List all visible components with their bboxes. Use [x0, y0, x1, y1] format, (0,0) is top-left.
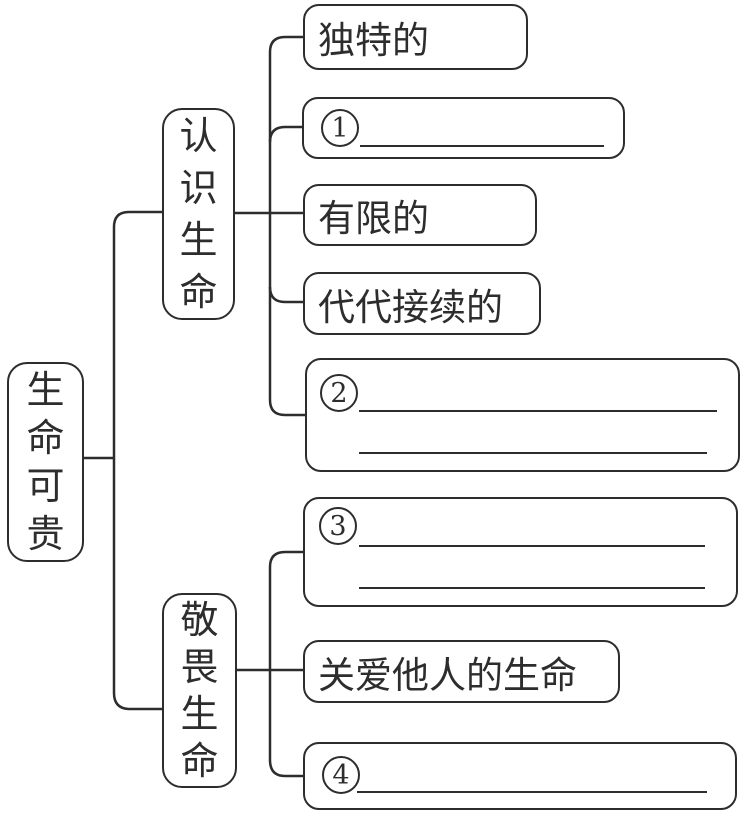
connector-root-bracket	[112, 210, 162, 711]
blank-underline	[359, 545, 705, 547]
connector-branch1-stub-blank1	[268, 125, 302, 143]
branch-label: 认识生命	[179, 114, 218, 314]
leaf-label: 有限的	[318, 197, 429, 240]
node-limited: 有限的	[303, 184, 537, 246]
node-care-for-others-life: 关爱他人的生命	[303, 640, 620, 703]
circled-number-1: 1	[321, 109, 359, 147]
node-generation-continuing: 代代接续的	[303, 272, 541, 335]
node-blank-2: 2	[305, 358, 740, 472]
circled-number-2: 2	[320, 374, 358, 412]
blank-underline	[359, 452, 707, 454]
circled-number-4: 4	[322, 756, 360, 794]
node-understand-life: 认识生命	[162, 108, 235, 320]
blank-underline	[357, 791, 707, 793]
leaf-label: 代代接续的	[318, 285, 503, 329]
connector-branch2-bracket	[268, 550, 303, 778]
blank-underline	[359, 410, 717, 412]
blank-underline	[359, 587, 705, 589]
root-label: 生命可贵	[26, 368, 65, 556]
connector-branch1-stub-generational	[268, 286, 303, 304]
node-unique: 独特的	[303, 4, 528, 70]
branch-label: 敬畏生命	[180, 597, 219, 783]
blank-underline	[360, 145, 604, 147]
connector-branch1-bracket	[268, 35, 305, 417]
circled-number-3: 3	[319, 507, 357, 545]
leaf-label: 独特的	[318, 19, 429, 62]
node-blank-1: 1	[302, 97, 625, 159]
node-root: 生命可贵	[7, 362, 84, 562]
node-revere-life: 敬畏生命	[162, 593, 237, 788]
node-blank-4: 4	[303, 742, 737, 810]
leaf-label: 关爱他人的生命	[318, 653, 577, 697]
node-blank-3: 3	[303, 497, 738, 607]
